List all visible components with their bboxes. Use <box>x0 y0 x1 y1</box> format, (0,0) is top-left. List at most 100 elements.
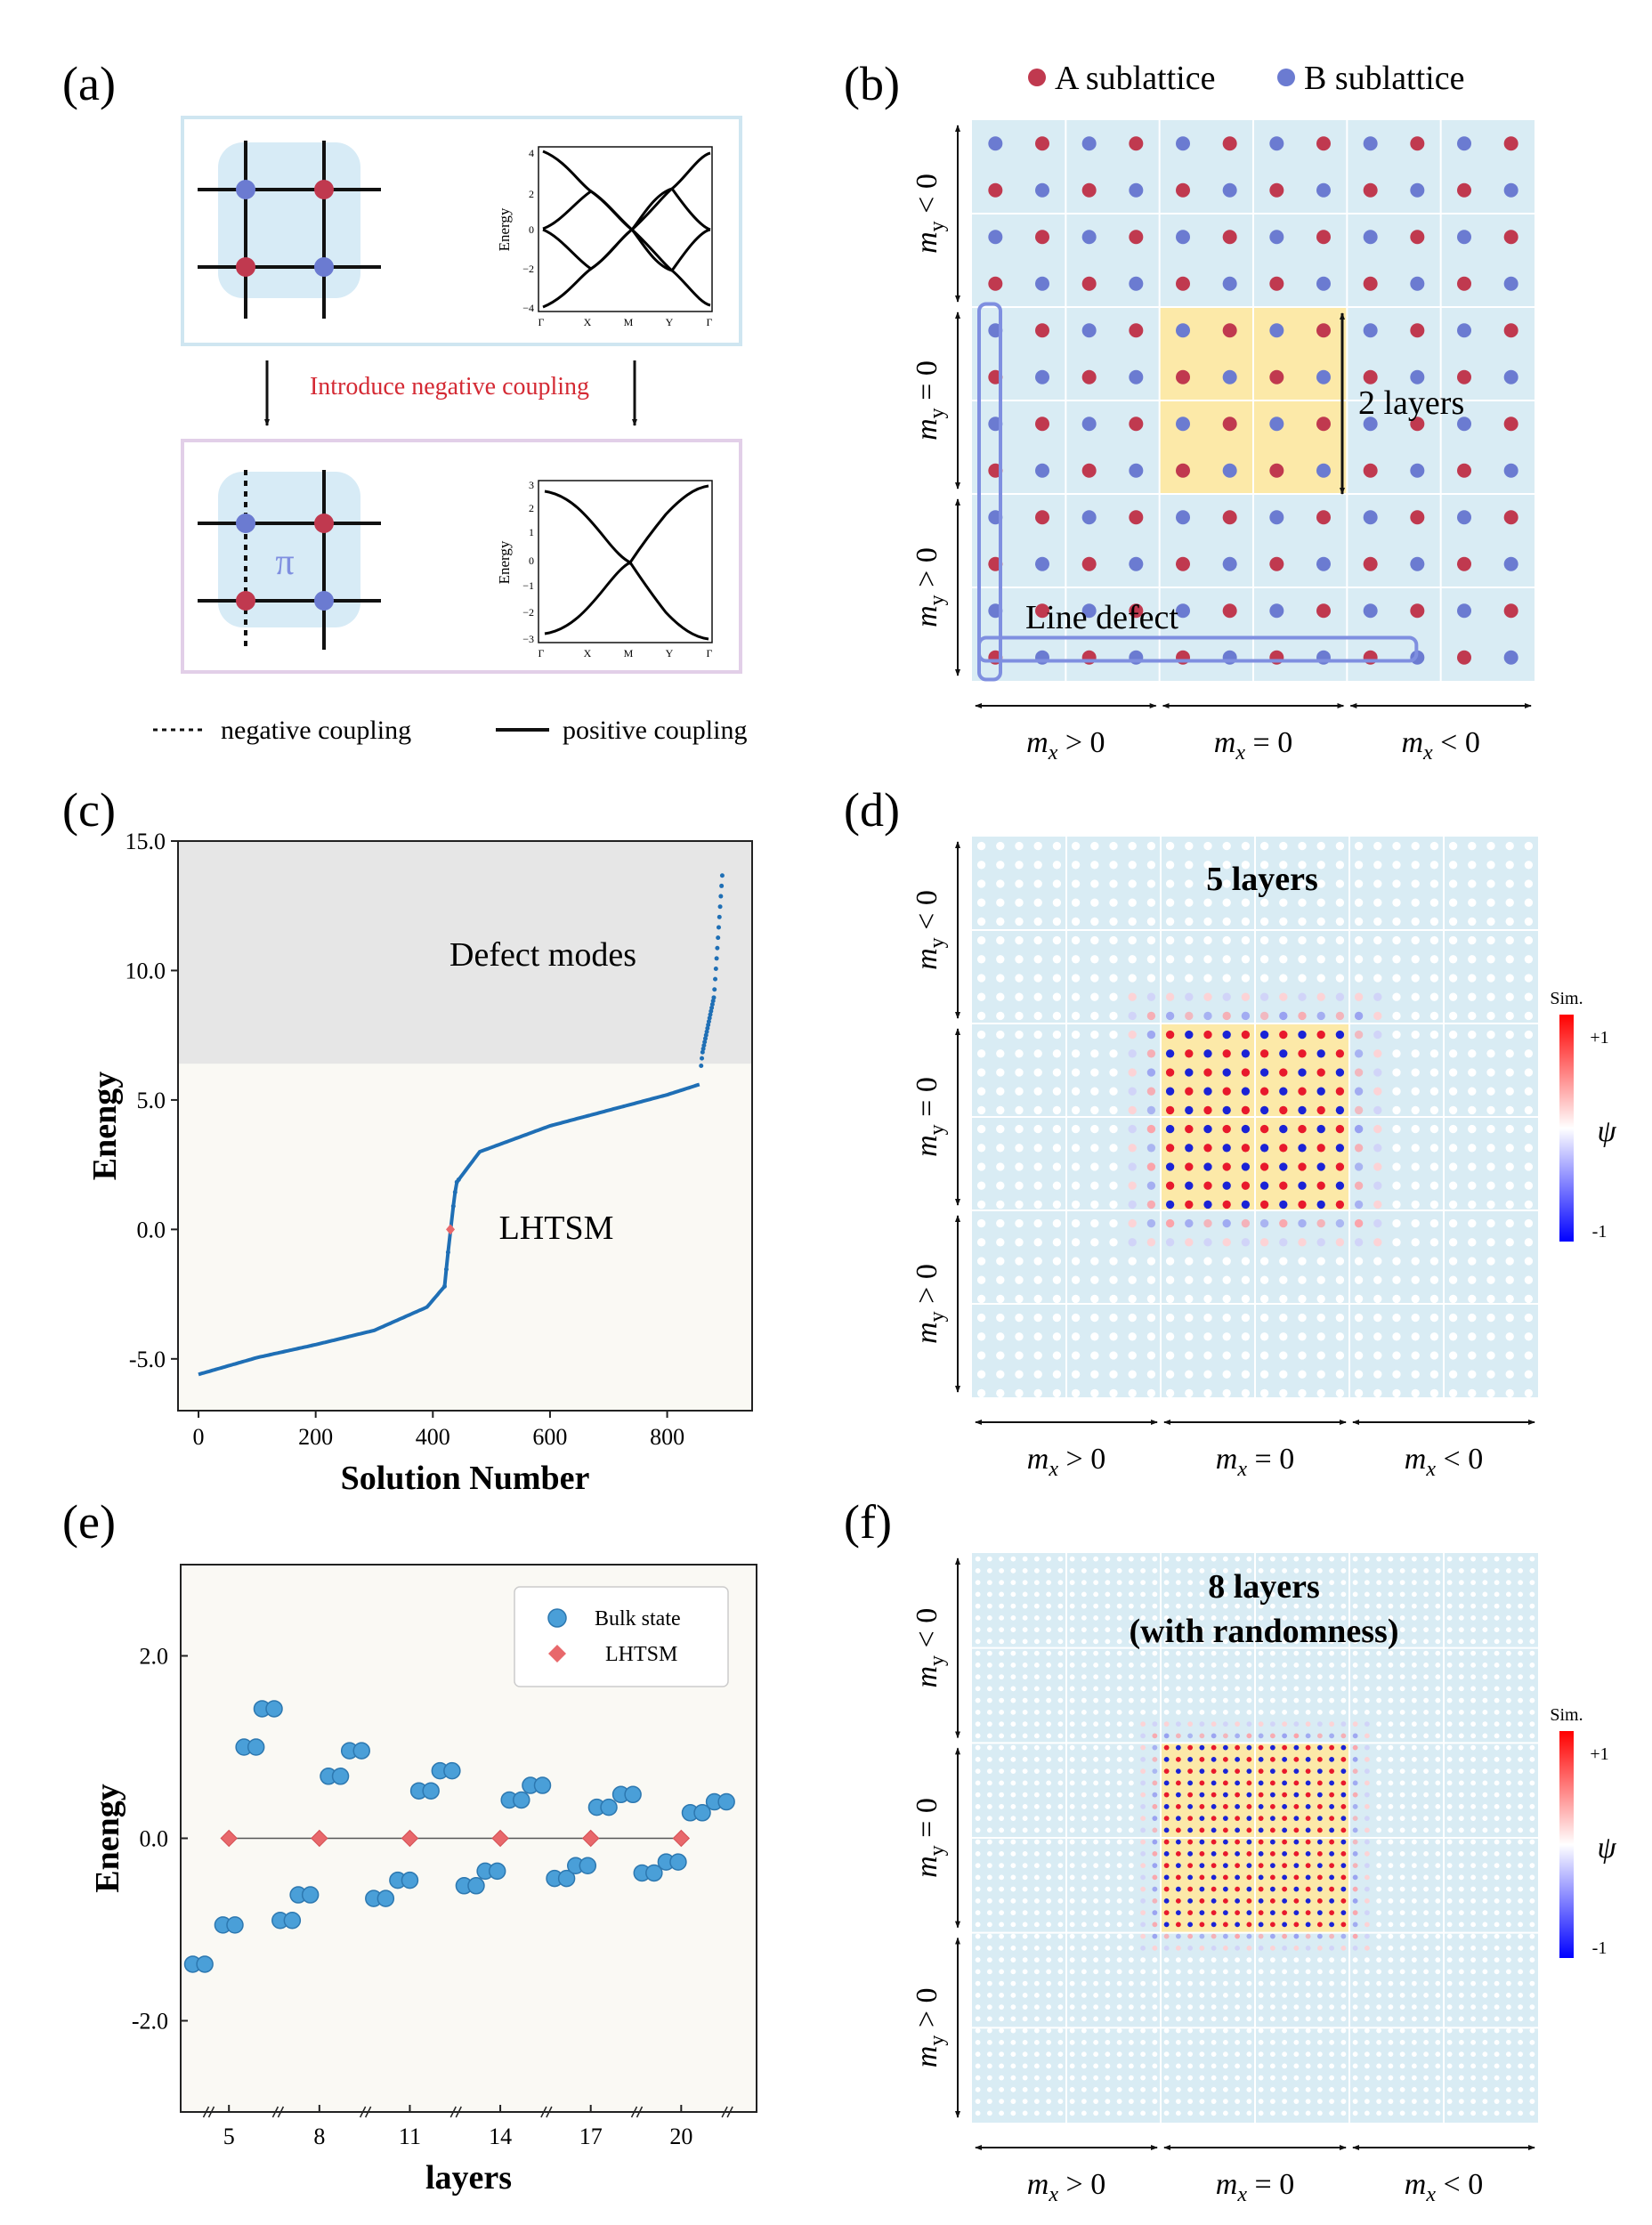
site-amplitude-icon <box>1241 917 1251 926</box>
site-amplitude-icon <box>1329 2063 1335 2069</box>
site-amplitude-icon <box>1435 1839 1441 1845</box>
site-amplitude-icon <box>1505 1603 1511 1609</box>
site-amplitude-icon <box>1429 935 1439 945</box>
site-amplitude-icon <box>1282 1674 1288 1680</box>
site-amplitude-icon <box>1399 1992 1405 1998</box>
site-amplitude-icon <box>1446 1886 1453 1892</box>
bulk-state-point <box>443 1761 461 1780</box>
site-amplitude-icon <box>1373 898 1382 907</box>
site-amplitude-icon <box>1175 1556 1181 1562</box>
site-amplitude-icon <box>1222 1756 1228 1762</box>
site-amplitude-icon <box>1399 1580 1405 1586</box>
site-amplitude-icon <box>975 1744 981 1751</box>
site-amplitude-icon <box>1069 1910 1075 1916</box>
site-amplitude-icon <box>1518 1816 1524 1822</box>
site-amplitude-icon <box>1316 1756 1323 1762</box>
site-amplitude-icon <box>1458 1816 1464 1822</box>
site-amplitude-icon <box>1364 1792 1370 1798</box>
site-amplitude-icon <box>1046 2004 1052 2011</box>
site-amplitude-icon <box>1033 1674 1040 1680</box>
site-amplitude-icon <box>1033 1011 1042 1021</box>
site-amplitude-icon <box>1411 917 1420 926</box>
site-amplitude-icon <box>1388 1933 1394 1939</box>
site-amplitude-icon <box>1388 1957 1394 1963</box>
site-amplitude-icon <box>1258 1969 1264 1975</box>
site-amplitude-icon <box>1293 1874 1300 1881</box>
site-amplitude-icon <box>1081 2051 1087 2058</box>
site-amplitude-icon <box>1235 1803 1241 1809</box>
site-amplitude-icon <box>1411 1627 1417 1633</box>
site-amplitude-icon <box>1046 1638 1052 1645</box>
site-amplitude-icon <box>1329 1721 1335 1727</box>
site-amplitude-icon <box>975 1850 981 1857</box>
site-amplitude-icon <box>1081 1614 1087 1621</box>
a-site-icon <box>1457 463 1471 478</box>
site-amplitude-icon <box>1269 1992 1275 1998</box>
site-amplitude-icon <box>1057 1567 1064 1574</box>
site-amplitude-icon <box>986 1922 992 1928</box>
site-amplitude-icon <box>1015 1011 1024 1021</box>
site-amplitude-icon <box>1305 1756 1311 1762</box>
site-amplitude-icon <box>1279 974 1288 983</box>
site-amplitude-icon <box>1392 1124 1401 1134</box>
site-amplitude-icon <box>1015 1144 1024 1153</box>
site-amplitude-icon <box>1258 2075 1264 2081</box>
site-amplitude-icon <box>1305 1580 1311 1586</box>
site-amplitude-icon <box>1446 1756 1453 1762</box>
site-amplitude-icon <box>1279 898 1288 907</box>
site-amplitude-icon <box>1259 1011 1269 1021</box>
site-amplitude-icon <box>1116 1591 1122 1598</box>
site-amplitude-icon <box>1152 1686 1158 1692</box>
site-amplitude-icon <box>1116 1721 1122 1727</box>
site-amplitude-icon <box>1482 1709 1488 1715</box>
site-amplitude-icon <box>1175 1674 1181 1680</box>
site-amplitude-icon <box>1505 1030 1514 1040</box>
site-amplitude-icon <box>1069 1674 1075 1680</box>
site-amplitude-icon <box>1199 1603 1205 1609</box>
site-amplitude-icon <box>1116 1650 1122 1656</box>
site-amplitude-icon <box>1258 1980 1264 1986</box>
site-amplitude-icon <box>1529 1709 1535 1715</box>
site-amplitude-icon <box>1140 1756 1146 1762</box>
site-amplitude-icon <box>1423 1591 1429 1598</box>
site-amplitude-icon <box>1203 1011 1212 1021</box>
site-amplitude-icon <box>1128 879 1137 888</box>
site-amplitude-icon <box>1316 1662 1323 1668</box>
site-amplitude-icon <box>1069 1614 1075 1621</box>
b-site-icon <box>1035 463 1049 478</box>
site-amplitude-icon <box>1128 1567 1134 1574</box>
site-amplitude-icon <box>1203 1275 1212 1284</box>
site-amplitude-icon <box>1446 1980 1453 1986</box>
site-amplitude-icon <box>1352 1650 1358 1656</box>
site-amplitude-icon <box>1152 1627 1158 1633</box>
site-amplitude-icon <box>996 1011 1005 1021</box>
site-amplitude-icon <box>1199 1863 1205 1869</box>
site-amplitude-icon <box>996 1124 1005 1134</box>
site-amplitude-icon <box>1235 1556 1241 1562</box>
site-amplitude-icon <box>1222 2075 1228 2081</box>
site-amplitude-icon <box>1352 2004 1358 2011</box>
site-amplitude-icon <box>1052 1049 1062 1058</box>
site-amplitude-icon <box>1258 1686 1264 1692</box>
site-amplitude-icon <box>1388 1567 1394 1574</box>
site-amplitude-icon <box>1423 2075 1429 2081</box>
site-amplitude-icon <box>1259 1162 1269 1171</box>
site-amplitude-icon <box>1470 1580 1477 1586</box>
site-amplitude-icon <box>1199 1980 1205 1986</box>
site-amplitude-icon <box>1152 1709 1158 1715</box>
site-amplitude-icon <box>1316 1181 1325 1190</box>
site-amplitude-icon <box>1241 861 1251 870</box>
site-amplitude-icon <box>1529 1792 1535 1798</box>
site-amplitude-icon <box>1435 2027 1441 2034</box>
site-amplitude-icon <box>1259 1181 1269 1190</box>
site-amplitude-icon <box>1352 1580 1358 1586</box>
site-amplitude-icon <box>1090 1313 1099 1323</box>
site-amplitude-icon <box>1033 1969 1040 1975</box>
site-amplitude-icon <box>1340 1662 1347 1668</box>
site-amplitude-icon <box>1105 2004 1111 2011</box>
site-amplitude-icon <box>996 1181 1005 1190</box>
site-amplitude-icon <box>1505 1011 1514 1021</box>
site-amplitude-icon <box>1305 1744 1311 1751</box>
site-amplitude-icon <box>1069 2086 1075 2092</box>
site-amplitude-icon <box>1329 1674 1335 1680</box>
